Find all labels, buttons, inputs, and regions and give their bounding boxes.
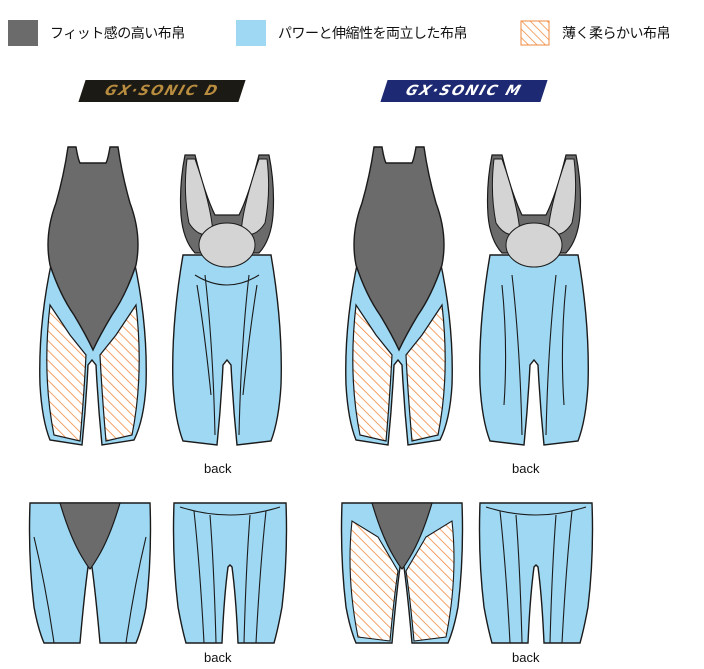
jammer-m-back [478, 502, 594, 644]
logo-text: GX·SONIC M [403, 83, 525, 99]
back-label-d-full: back [204, 461, 232, 476]
suit-m-front [345, 146, 453, 446]
hatch-swatch-icon [520, 20, 550, 46]
logo-text: GX·SONIC D [102, 83, 222, 99]
light-blue-swatch-icon [236, 20, 266, 46]
back-label-m-full: back [512, 461, 540, 476]
jammer-d-front [28, 502, 152, 644]
legend-item-high-fit: フィット感の高い布帛 [8, 18, 185, 48]
back-label-m-jammer: back [512, 650, 540, 665]
back-label-d-jammer: back [204, 650, 232, 665]
jammer-m-front [340, 502, 464, 644]
legend-label: 薄く柔らかい布帛 [562, 26, 671, 42]
legend-item-power-stretch: パワーと伸縮性を両立した布帛 [236, 18, 468, 48]
legend-label: フィット感の高い布帛 [50, 26, 185, 42]
jammer-d-back [172, 502, 288, 644]
suit-m-back [479, 154, 589, 446]
gray-swatch-icon [8, 20, 38, 46]
legend-label: パワーと伸縮性を両立した布帛 [278, 26, 468, 42]
logo-gx-sonic-m: GX·SONIC M [380, 80, 548, 102]
suit-d-front [39, 146, 147, 446]
logo-gx-sonic-d: GX·SONIC D [78, 80, 246, 102]
legend-item-thin-soft: 薄く柔らかい布帛 [520, 18, 671, 48]
suit-d-back [172, 154, 282, 446]
legend: フィット感の高い布帛 パワーと伸縮性を両立した布帛 薄く柔らかい布帛 [8, 18, 698, 48]
